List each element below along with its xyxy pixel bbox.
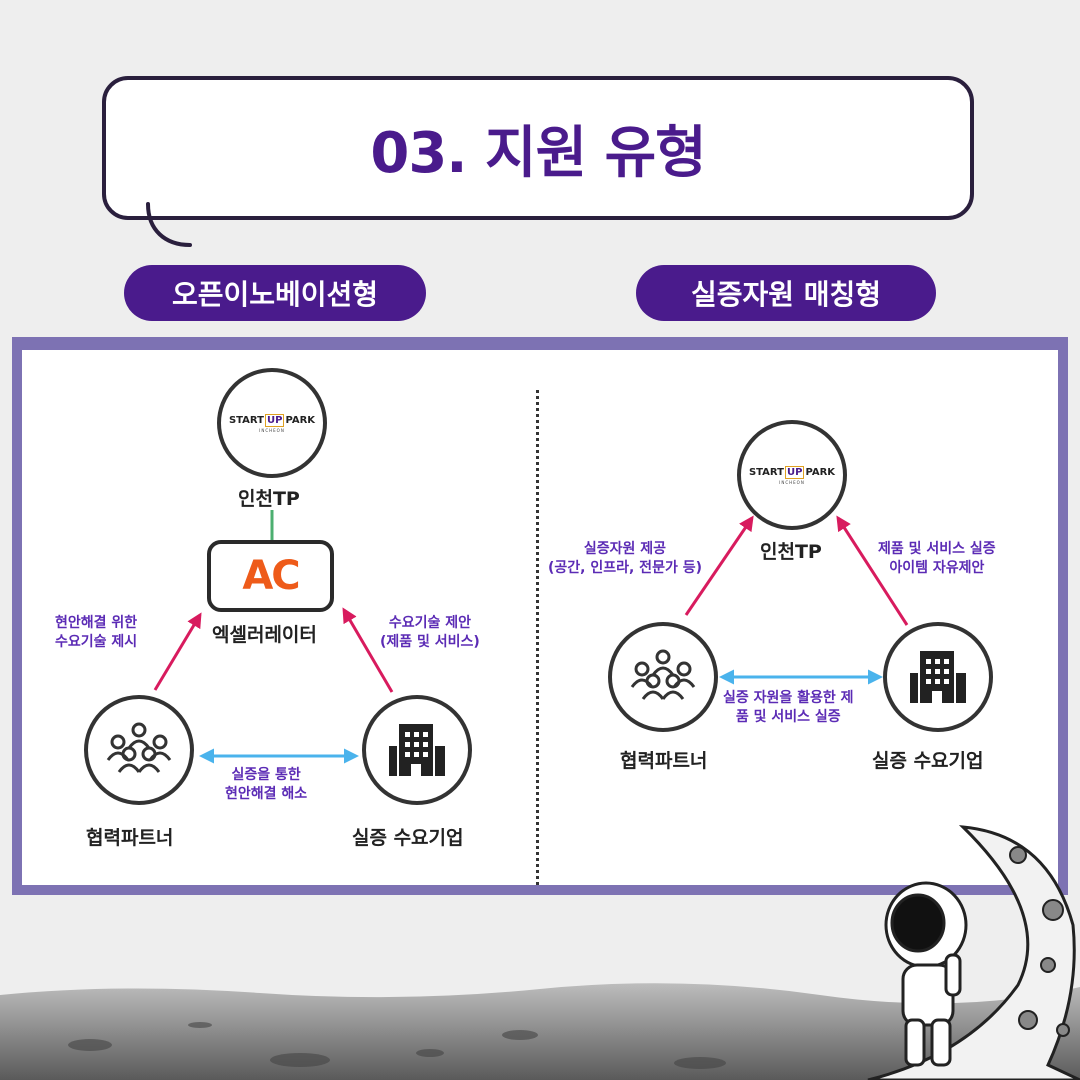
left-note-bottom: 실증을 통한 현안해결 해소 <box>225 767 308 802</box>
right-partner-label: 협력파트너 <box>620 750 708 772</box>
left-partner-circle <box>84 695 194 805</box>
left-top-node-label: 인천TP <box>238 488 300 510</box>
startup-park-logo: START UP PARK INCHEON <box>228 413 316 433</box>
building-icon-right <box>910 651 966 703</box>
astronaut-illustration <box>867 825 1080 1080</box>
group-people-icon <box>106 722 172 773</box>
arrow-company-to-ac <box>342 607 394 693</box>
startup-park-logo-right: START UP PARK INCHEON <box>748 465 836 485</box>
incheon-tp-logo-circle: START UP PARK INCHEON <box>217 368 327 478</box>
group-people-icon-right <box>630 649 696 700</box>
left-company-label: 실증 수요기업 <box>352 827 464 849</box>
arrow-partner-to-tp <box>684 515 754 616</box>
accelerator-label: 엑셀러레이터 <box>212 624 317 646</box>
left-note-right: 수요기술 제안 (제품 및 서비스) <box>380 615 480 650</box>
type-pill-resource-matching: 실증자원 매칭형 <box>636 265 936 321</box>
right-company-label: 실증 수요기업 <box>872 750 984 772</box>
moon-surface-illustration <box>0 983 1080 1080</box>
right-note-right: 제품 및 서비스 실증 아이템 자유제안 <box>878 541 996 576</box>
arrow-company-to-tp <box>836 515 909 626</box>
dotted-divider <box>536 390 539 885</box>
right-company-circle <box>883 622 993 732</box>
right-note-left: 실증자원 제공 (공간, 인프라, 전문가 등) <box>548 541 702 576</box>
building-icon <box>389 724 445 776</box>
left-partner-label: 협력파트너 <box>86 827 174 849</box>
left-company-circle <box>362 695 472 805</box>
bubble-tail <box>146 202 192 247</box>
arrow-partner-to-ac <box>153 612 202 691</box>
right-note-bottom: 실증 자원을 활용한 제 품 및 서비스 실증 <box>723 690 854 725</box>
right-top-node-label: 인천TP <box>760 541 822 563</box>
accelerator-box: AC <box>207 540 334 612</box>
left-note-left: 현안해결 위한 수요기술 제시 <box>55 615 138 650</box>
type-pill-open-innovation: 오픈이노베이션형 <box>124 265 426 321</box>
right-incheon-tp-logo-circle: START UP PARK INCHEON <box>737 420 847 530</box>
page-title: 03. 지원 유형 <box>370 120 706 186</box>
right-partner-circle <box>608 622 718 732</box>
title-bubble: 03. 지원 유형 <box>102 76 974 220</box>
